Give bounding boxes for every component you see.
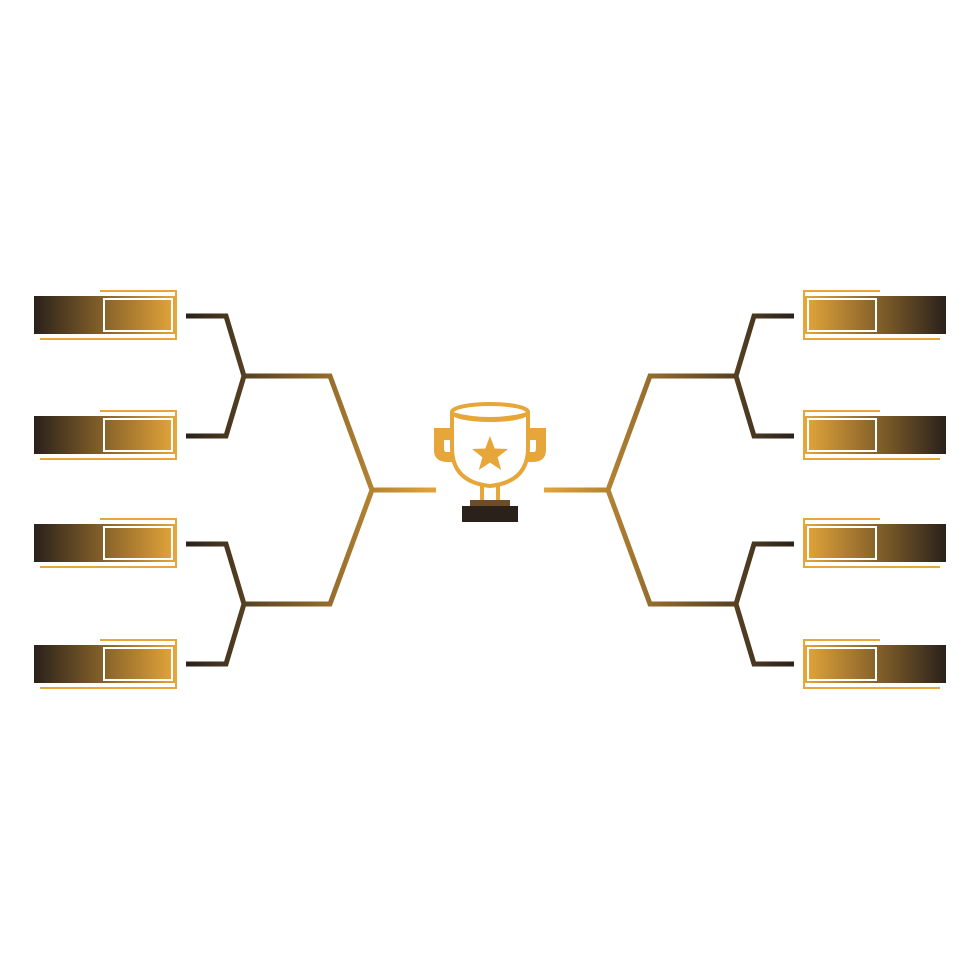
trophy-stem-right — [496, 486, 500, 502]
left-slots — [34, 290, 177, 689]
trophy-base — [462, 506, 518, 522]
trophy-icon — [434, 402, 546, 522]
trophy-handle-left — [434, 428, 454, 462]
team-slot-right-2[interactable] — [803, 410, 946, 460]
connector-left-sf — [244, 373, 375, 607]
connector-left-qf-top — [186, 313, 247, 439]
connector-left-qf-bottom — [186, 541, 247, 667]
team-slot-left-1[interactable] — [34, 290, 177, 340]
trophy-stem-left — [480, 486, 484, 502]
trophy-base-top — [470, 500, 510, 506]
connector-right-sf — [605, 373, 736, 607]
right-connectors — [544, 313, 794, 667]
team-slot-left-4[interactable] — [34, 639, 177, 689]
team-slot-left-2[interactable] — [34, 410, 177, 460]
left-connectors — [186, 313, 436, 667]
trophy-handle-right — [526, 428, 546, 462]
team-slot-right-1[interactable] — [803, 290, 946, 340]
connector-right-qf-top — [733, 313, 794, 439]
trophy-cup — [450, 411, 530, 489]
team-slot-right-4[interactable] — [803, 639, 946, 689]
connector-right-qf-bottom — [733, 541, 794, 667]
star-icon — [472, 436, 508, 470]
right-slots — [803, 290, 946, 689]
team-slot-left-3[interactable] — [34, 518, 177, 568]
team-slot-right-3[interactable] — [803, 518, 946, 568]
